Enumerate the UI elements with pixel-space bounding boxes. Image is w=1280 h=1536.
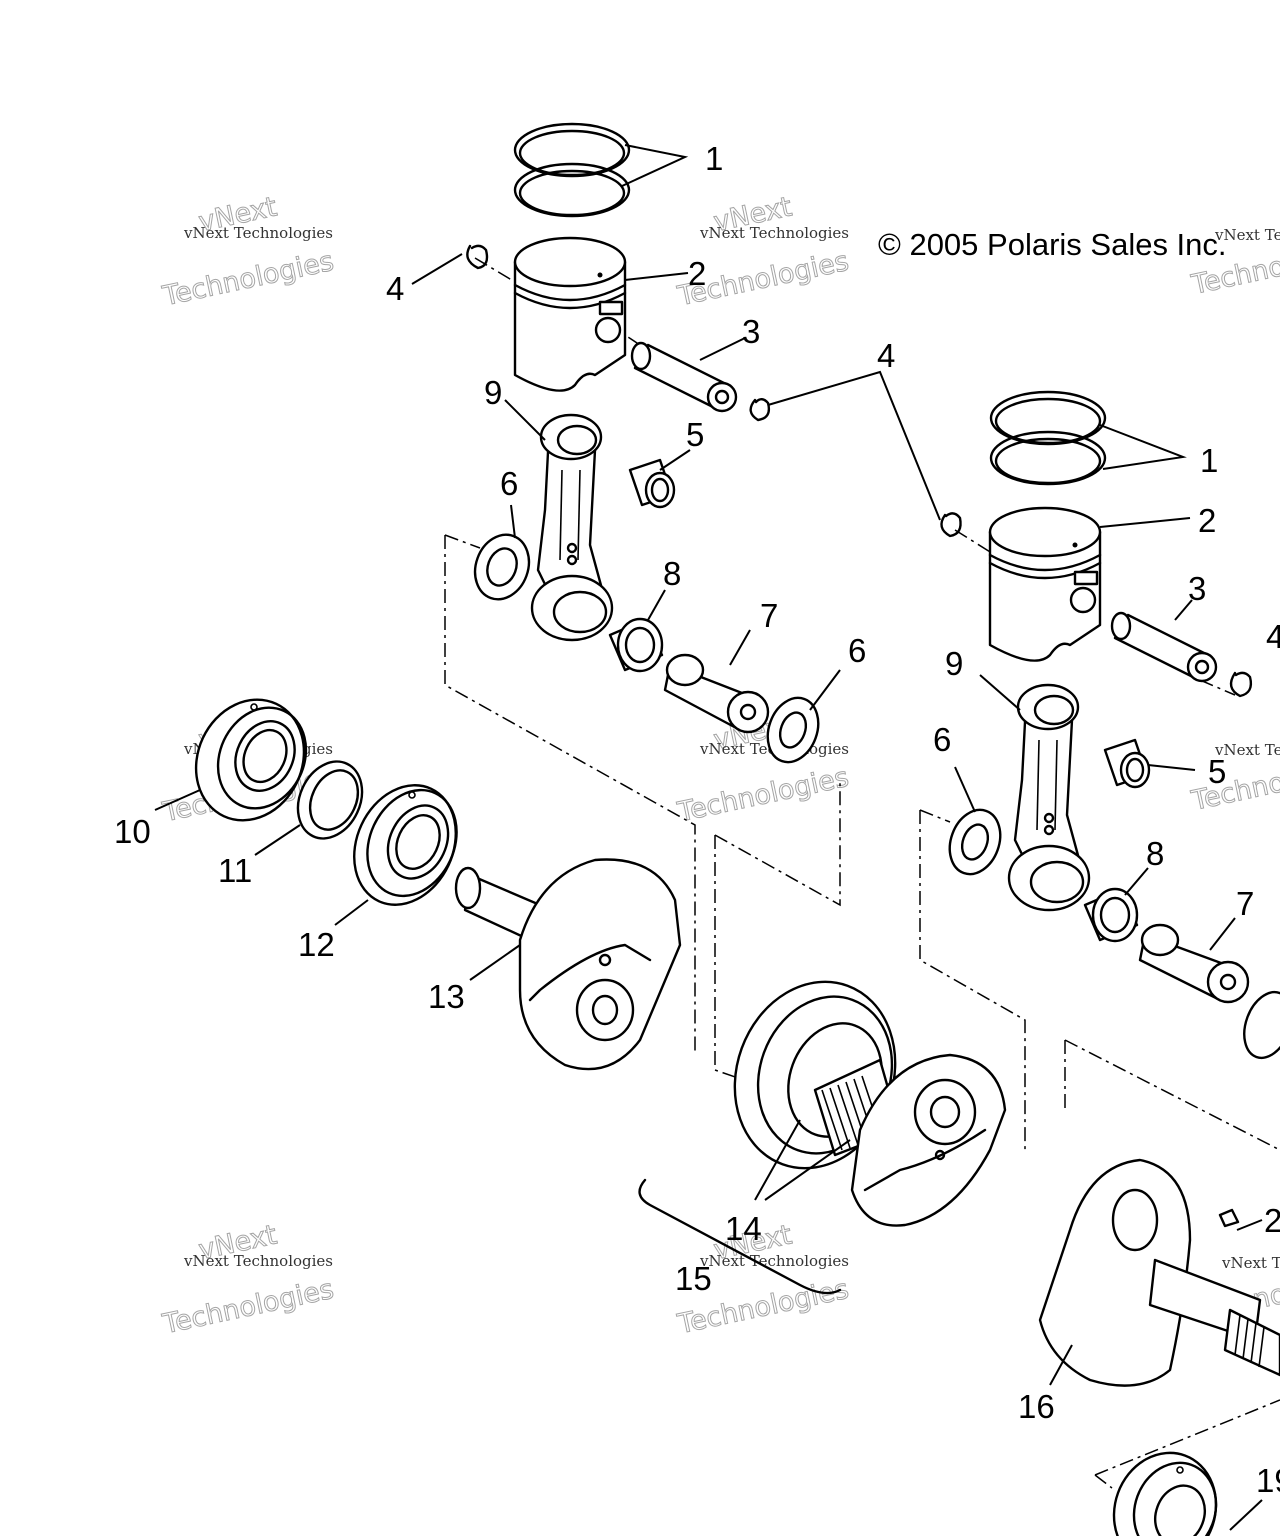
piston-right <box>988 506 1102 662</box>
wrist-pin-right <box>1110 611 1218 683</box>
connecting-rod-left <box>530 413 614 642</box>
callout-16: 16 <box>1018 1388 1055 1425</box>
watermark-5: vNext vNext Technologies Technologies <box>159 1219 337 1341</box>
needle-bearing-large-right <box>1083 887 1139 943</box>
piston-rings-left <box>513 122 631 218</box>
callout-4: 4 <box>386 270 404 307</box>
callout-10: 10 <box>114 813 151 850</box>
callout-15: 15 <box>675 1260 712 1297</box>
callout-6: 6 <box>500 465 518 502</box>
callout-6: 6 <box>848 632 866 669</box>
callout-5: 5 <box>1208 753 1226 790</box>
callout-3: 3 <box>742 313 760 350</box>
svg-text:vNext Technologies: vNext Technologies <box>1214 226 1280 244</box>
callout-9: 9 <box>945 645 963 682</box>
callout-4: 4 <box>1266 618 1280 655</box>
svg-text:Technologies: Technologies <box>1188 750 1280 817</box>
crankshaft-half-left <box>454 858 682 1071</box>
watermark-2: vNext vNext Technologies Technologies <box>674 191 852 313</box>
callout-14: 14 <box>725 1210 762 1247</box>
needle-bearing-small-right <box>1103 738 1151 789</box>
callout-12: 12 <box>298 926 335 963</box>
watermark-8: vNext Technologies Technologies <box>1188 741 1280 818</box>
callout-8: 8 <box>663 555 681 592</box>
piston-left <box>513 236 627 392</box>
callout-5: 5 <box>686 416 704 453</box>
callout-8: 8 <box>1146 835 1164 872</box>
crankshaft-center-section <box>733 980 1007 1227</box>
callout-9: 9 <box>484 374 502 411</box>
main-bearing-inner <box>353 784 458 906</box>
callout-4: 4 <box>877 337 895 374</box>
svg-text:vNext Technologies: vNext Technologies <box>699 1252 849 1270</box>
callout-13: 13 <box>428 978 465 1015</box>
svg-text:vNext Technologies: vNext Technologies <box>183 224 333 242</box>
needle-bearing-large-left <box>608 617 664 673</box>
svg-text:vNext Technologies: vNext Technologies <box>183 1252 333 1270</box>
callout-7: 7 <box>760 597 778 634</box>
crank-pin-right <box>1138 923 1250 1004</box>
spacer-ring <box>296 760 364 840</box>
callout-2: 2 <box>1198 502 1216 539</box>
svg-text:vNext Technologies: vNext Technologies <box>1214 741 1280 759</box>
svg-text:Technologies: Technologies <box>159 246 336 313</box>
callout-19: 19 <box>1256 1462 1280 1499</box>
watermark-1: vNext vNext Technologies Technologies <box>159 191 337 313</box>
leader-lines <box>154 144 1263 1531</box>
crankshaft-seal <box>638 1178 842 1295</box>
callout-6: 6 <box>933 721 951 758</box>
watermark-4: vNext vNext Technologies Technologies <box>674 709 852 829</box>
wrist-pin-left <box>630 341 738 413</box>
connecting-rod-right <box>1007 683 1091 912</box>
callout-7: 7 <box>1236 885 1254 922</box>
main-bearing-outer <box>194 698 308 822</box>
needle-bearing-small-left <box>628 458 676 509</box>
crank-pin-left <box>663 653 770 734</box>
callout-11: 11 <box>218 852 252 889</box>
copyright-notice: © 2005 Polaris Sales Inc. <box>878 227 1227 262</box>
callout-3: 3 <box>1188 570 1206 607</box>
crankshaft-half-right <box>1038 1158 1280 1387</box>
callout-2: 2 <box>1264 1202 1280 1239</box>
circlips <box>466 244 1253 698</box>
svg-text:Technologies: Technologies <box>159 1274 336 1341</box>
svg-text:vNext Technologies: vNext Technologies <box>1221 1254 1280 1272</box>
callout-1: 1 <box>1200 442 1218 479</box>
callout-1: 1 <box>705 140 723 177</box>
svg-text:vNext Technologies: vNext Technologies <box>699 224 849 242</box>
callout-2: 2 <box>688 255 706 292</box>
piston-rings-right <box>989 390 1107 486</box>
main-bearing-bottom <box>1112 1451 1218 1536</box>
svg-text:Technologies: Technologies <box>674 762 851 829</box>
callout-numbers: 1 2 3 4 4 9 5 6 8 7 6 10 11 12 13 1 2 3 … <box>114 140 1280 1499</box>
